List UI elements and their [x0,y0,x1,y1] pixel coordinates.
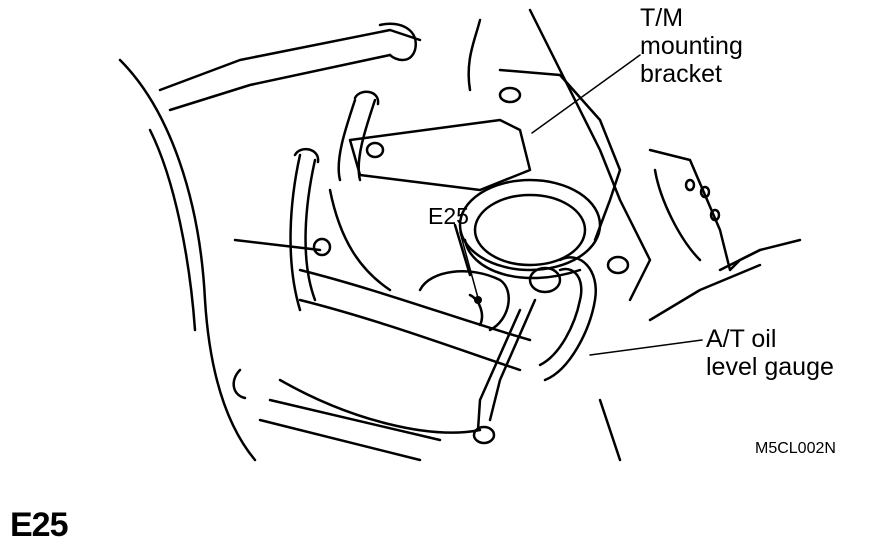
bracket-plate [348,118,532,192]
leader-e25 [459,231,479,299]
left-hose-inner [148,128,197,332]
bracket-hole [365,141,385,159]
at-label-line1: A/T oil [706,325,777,353]
leader-tm [531,54,641,134]
tm-label-line1: T/M [640,4,684,32]
at-label-line2: level gauge [706,353,834,381]
gauge-handle [543,256,598,382]
leader-at [589,339,703,356]
transmission-body [458,178,602,272]
connector-heading: E25 [10,506,68,544]
figure-code: M5CL002N [755,440,836,457]
connector-e25-label: E25 [428,203,469,229]
tm-mounting-bracket-label: T/M mounting bracket [640,4,800,88]
upper-pipe [158,28,422,92]
left-hose-edge [118,58,257,462]
at-oil-level-gauge-label: A/T oil level gauge [706,325,876,381]
tm-label-line3: bracket [640,60,722,88]
tm-label-line2: mounting [640,32,743,60]
